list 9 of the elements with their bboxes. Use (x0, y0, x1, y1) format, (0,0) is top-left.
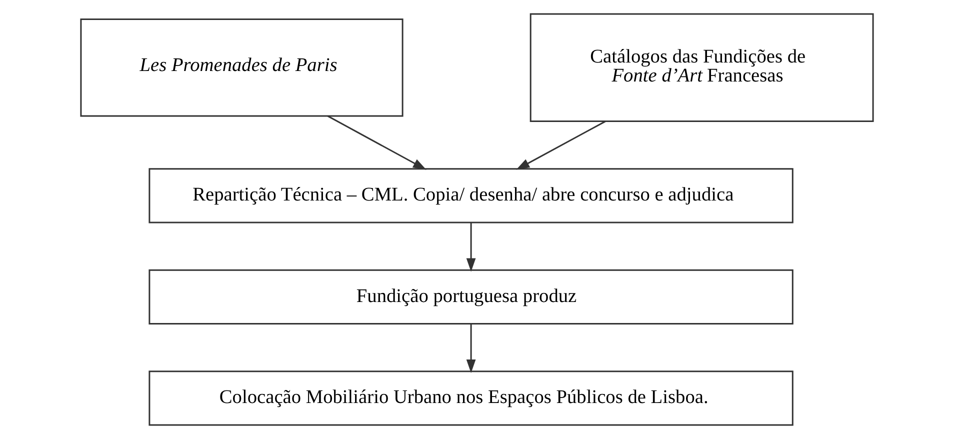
node-box: Catálogos das Fundições de Fonte d’Art Francesas (530, 13, 874, 122)
node-box: Fundição portuguesa produz (148, 269, 794, 324)
arrow (466, 324, 476, 373)
arrow (466, 222, 476, 272)
node-box: Repartição Técnica – CML. Copia/ desenha/ abre concurso e adjudica (148, 168, 794, 224)
node-box: Les Promenades de Paris (80, 18, 404, 117)
node-box: Colocação Mobiliário Urbano nos Espaços Públicos de Lisboa. (148, 370, 794, 426)
arrow (327, 115, 426, 170)
arrow (516, 120, 606, 170)
